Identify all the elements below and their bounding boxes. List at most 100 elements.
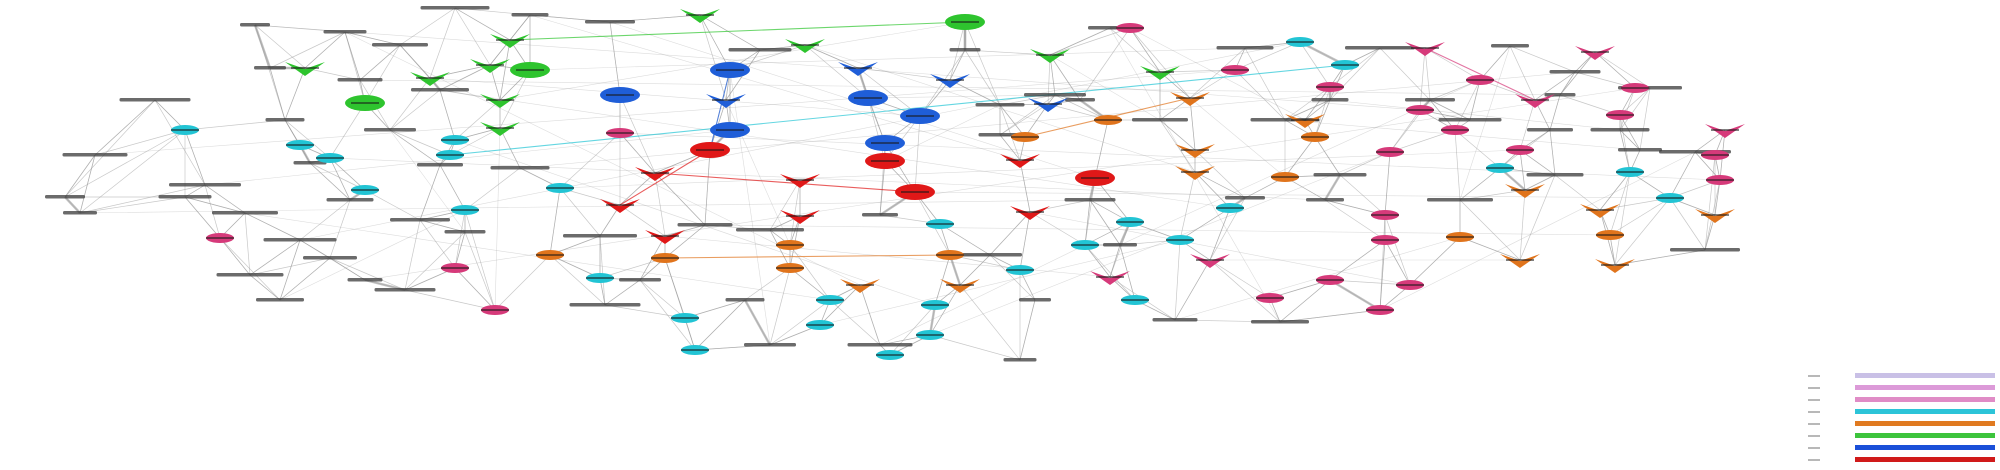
edge [1704, 154, 1716, 251]
node-label-mark [63, 211, 97, 215]
edge [867, 94, 1056, 99]
node-label-mark [1019, 298, 1051, 302]
edge [999, 103, 1049, 136]
edge [1379, 214, 1386, 311]
edge [1619, 114, 1641, 151]
edge [1614, 171, 1631, 266]
edge [819, 239, 1181, 326]
legend-swatch [1855, 385, 1995, 390]
edge [79, 154, 96, 214]
edge [699, 14, 731, 71]
edge [559, 149, 1521, 189]
edge [1619, 87, 1651, 131]
node-label-mark [696, 149, 724, 151]
edge [949, 49, 966, 81]
edge [94, 99, 156, 156]
node-label-mark [1301, 136, 1329, 138]
edge [1024, 103, 1049, 138]
edge [454, 209, 466, 269]
node-label-mark [1036, 54, 1064, 56]
edge [857, 67, 951, 81]
edge [1324, 174, 1341, 201]
edge [1519, 99, 1536, 151]
legend-key-mark [1808, 387, 1820, 389]
node-label-mark [569, 303, 641, 307]
edge [304, 31, 346, 69]
node-label-mark [1466, 79, 1494, 81]
node-label-mark [1427, 198, 1493, 202]
edge [329, 199, 351, 259]
node-label-mark [1286, 41, 1314, 43]
node-label-mark [372, 43, 428, 47]
edge [284, 119, 331, 159]
node-label-mark [1511, 189, 1539, 191]
edge [948, 254, 962, 286]
node-label-mark [411, 88, 469, 92]
edge [1614, 197, 1671, 266]
edge [1084, 244, 1136, 301]
edge [404, 289, 496, 311]
node-label-mark [716, 129, 744, 131]
edge [389, 129, 466, 233]
node-label-mark [862, 213, 898, 217]
edge [419, 164, 441, 221]
edge [949, 79, 1001, 106]
legend-swatch [1855, 397, 1995, 402]
node-label-mark [476, 64, 504, 66]
node-label-mark [1094, 119, 1122, 121]
node-label-mark [1316, 279, 1344, 281]
edge [549, 254, 606, 306]
edge [279, 257, 331, 301]
edge [64, 196, 81, 214]
edge [999, 94, 1056, 136]
edge [619, 132, 656, 174]
edge [1384, 151, 1391, 216]
edge [454, 267, 496, 311]
edge [1209, 259, 1271, 299]
edge [389, 89, 441, 131]
edge [1469, 79, 1481, 121]
edge [704, 149, 711, 226]
node-label-mark [1590, 128, 1650, 132]
edge [939, 223, 951, 256]
edge [1304, 86, 1331, 121]
edge [94, 69, 1236, 156]
node-label-mark [806, 324, 834, 326]
edge [519, 71, 1576, 169]
edge [464, 167, 521, 211]
edge [654, 172, 916, 193]
edge [769, 299, 831, 346]
node-label-mark [1371, 239, 1399, 241]
node-label-mark [1406, 109, 1434, 111]
node-label-mark [1526, 173, 1584, 177]
node-label-mark [496, 39, 524, 41]
edge [254, 24, 306, 69]
legend [1808, 373, 1995, 462]
edge [1179, 207, 1231, 241]
edge [829, 299, 881, 346]
node-label-mark [847, 343, 913, 347]
edge [804, 44, 859, 69]
node-label-mark [728, 48, 792, 52]
edge [404, 219, 421, 291]
node-label-mark [158, 195, 212, 199]
edge [184, 196, 221, 239]
node-label-mark [256, 298, 304, 302]
edge [1129, 27, 1191, 99]
edge [1084, 199, 1091, 246]
node-layer [45, 6, 1745, 362]
edge [329, 102, 366, 159]
node-label-mark [291, 67, 319, 69]
node-label-mark [326, 198, 374, 202]
node-label-mark [1586, 209, 1614, 211]
node-label-mark [436, 154, 464, 156]
edge [1094, 119, 1109, 179]
edge [1609, 171, 1631, 236]
edge [1019, 211, 1031, 271]
node-label-mark [1544, 93, 1576, 97]
node-label-mark [1521, 99, 1549, 101]
node-label-mark [1216, 46, 1274, 50]
edge [329, 157, 351, 201]
edge [654, 172, 666, 237]
edge [364, 189, 421, 221]
